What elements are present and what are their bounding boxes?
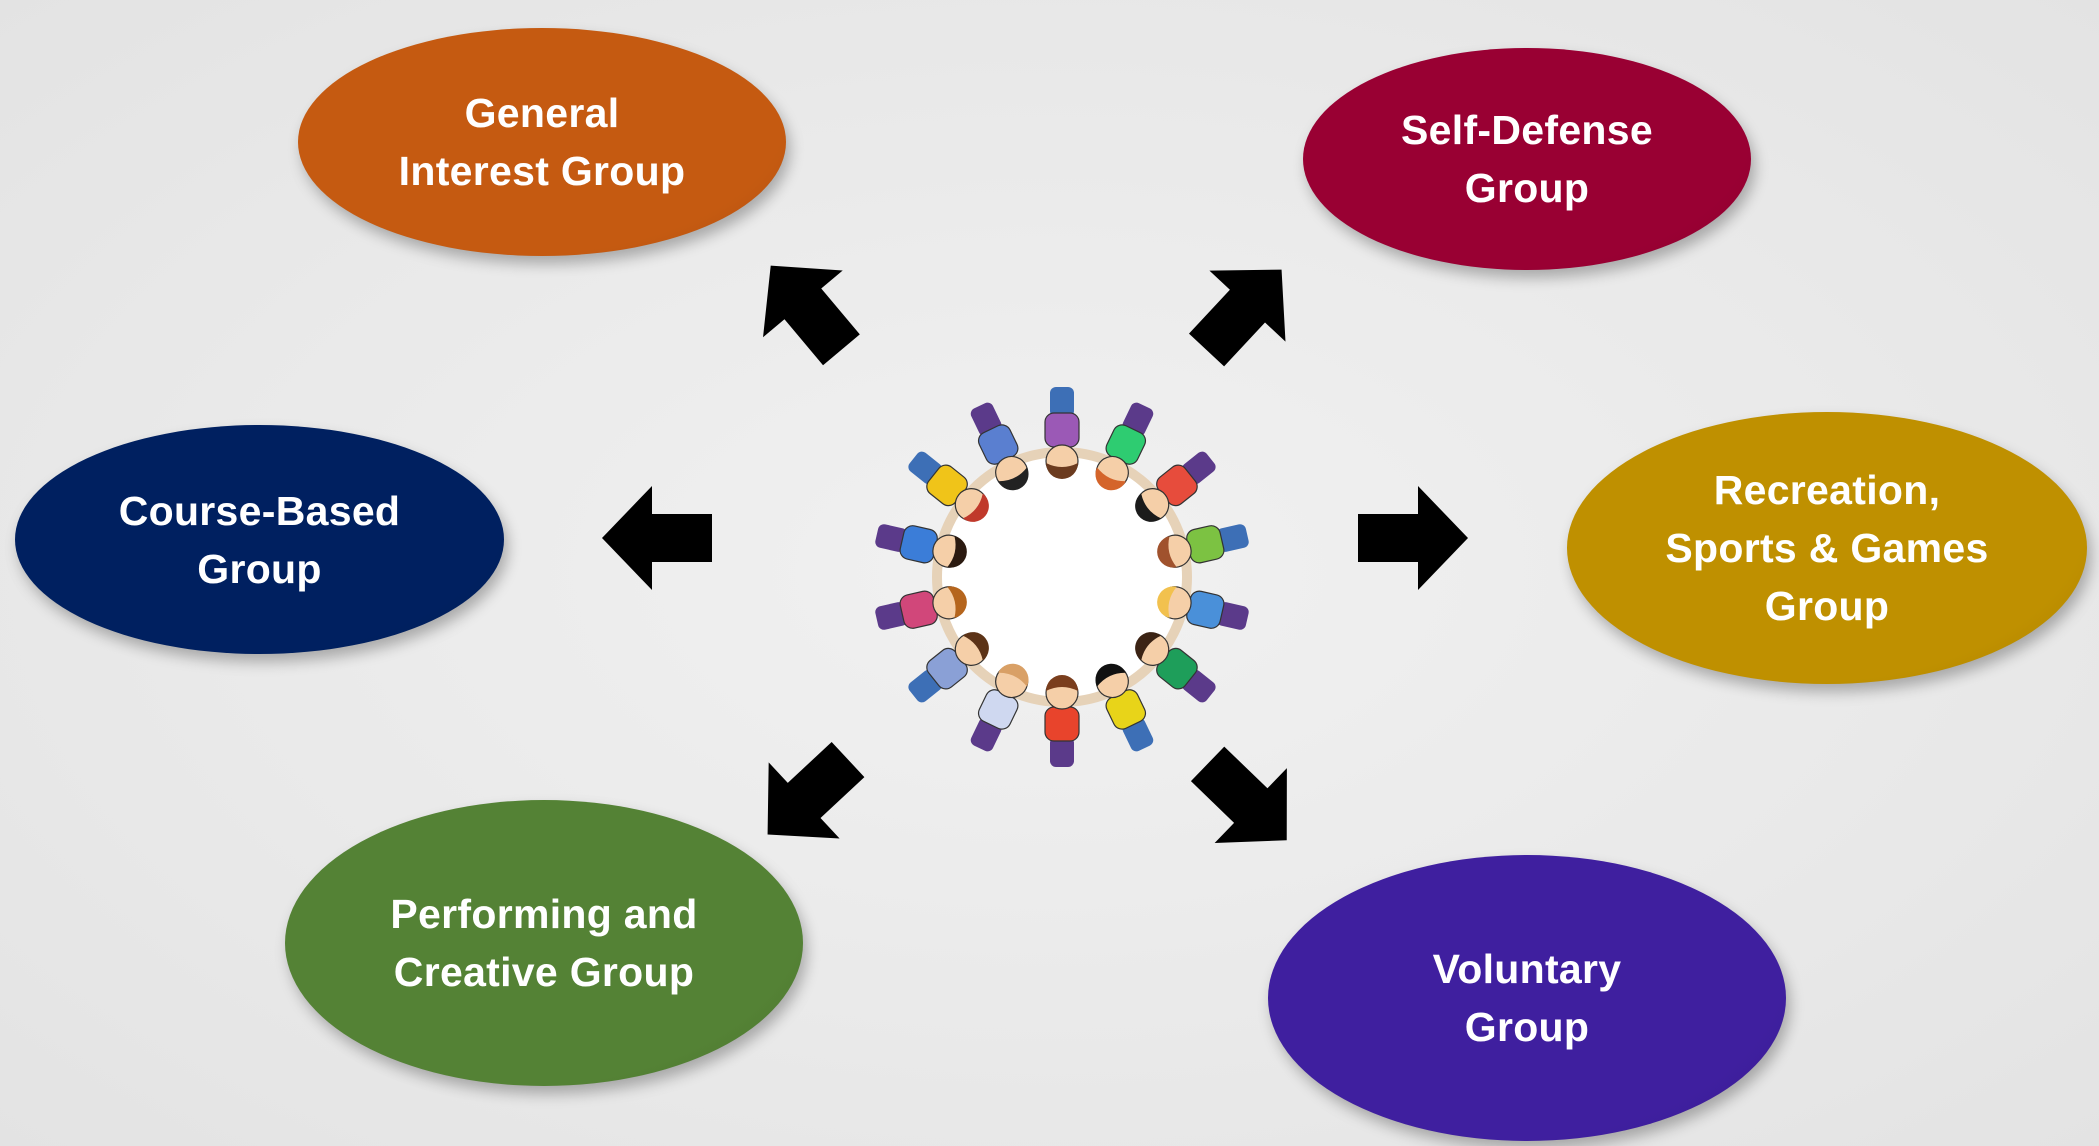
performing-creative-group[interactable]: Performing and Creative Group (285, 800, 803, 1086)
child-figure (1157, 586, 1249, 630)
child-figure (1095, 663, 1154, 752)
self-defense-group[interactable]: Self-Defense Group (1303, 48, 1751, 270)
general-interest-group[interactable]: General Interest Group (298, 28, 786, 256)
child-figure (1095, 402, 1154, 491)
general-interest-group-label: General Interest Group (398, 90, 686, 194)
child-figure (1135, 451, 1216, 522)
child-figure (970, 663, 1029, 752)
child-figure (875, 524, 967, 568)
recreation-sports-games-group-label: Recreation, Sports & Games Group (1665, 467, 1989, 629)
voluntary-group[interactable]: Voluntary Group (1268, 855, 1786, 1141)
course-based-group-label: Course-Based Group (118, 487, 401, 592)
child-figure (970, 402, 1029, 491)
child-figure (1044, 675, 1080, 767)
voluntary-group-label: Voluntary Group (1432, 946, 1622, 1050)
child-figure (908, 632, 989, 703)
child-figure (1157, 524, 1249, 568)
child-figure (1135, 632, 1216, 703)
child-figure (1044, 387, 1080, 479)
child-figure (908, 451, 989, 522)
course-based-group[interactable]: Course-Based Group (15, 425, 504, 654)
recreation-sports-games-group[interactable]: Recreation, Sports & Games Group (1567, 412, 2087, 684)
child-figure (875, 586, 967, 630)
performing-creative-group-label: Performing and Creative Group (390, 891, 698, 995)
self-defense-group-label: Self-Defense Group (1401, 107, 1653, 211)
